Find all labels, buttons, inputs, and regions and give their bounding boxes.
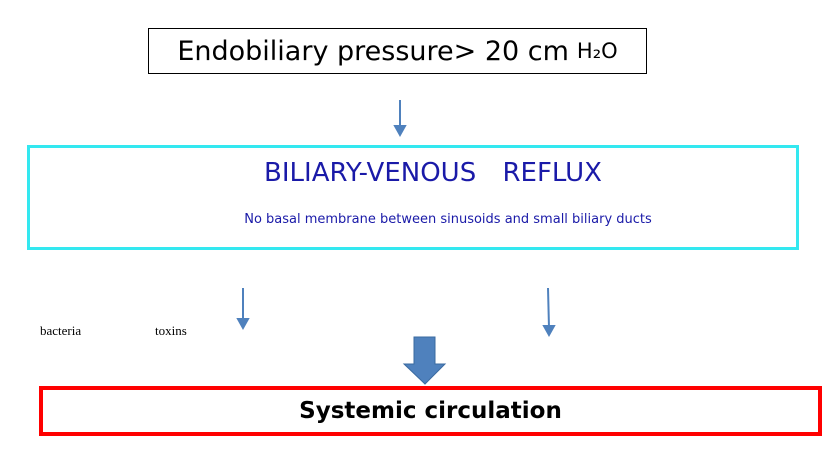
pressure-text: Endobiliary pressure> 20 cm <box>177 35 569 67</box>
systemic-circulation-text: Systemic circulation <box>299 398 562 424</box>
block-arrow-down-icon <box>402 336 447 385</box>
arrow-down-icon <box>547 287 550 329</box>
biliary-venous-reflux-box: BILIARY-VENOUS REFLUX No basal membrane … <box>27 145 799 250</box>
reflux-subtitle: No basal membrane between sinusoids and … <box>244 212 652 227</box>
bacteria-label: bacteria <box>40 323 82 338</box>
endobiliary-pressure-box: Endobiliary pressure> 20 cm H₂O <box>148 28 647 74</box>
reflux-title: BILIARY-VENOUS REFLUX <box>264 158 602 188</box>
toxins-label: toxins <box>155 323 187 338</box>
systemic-circulation-box: Systemic circulation <box>39 386 822 436</box>
pressure-unit: H₂O <box>576 39 618 63</box>
